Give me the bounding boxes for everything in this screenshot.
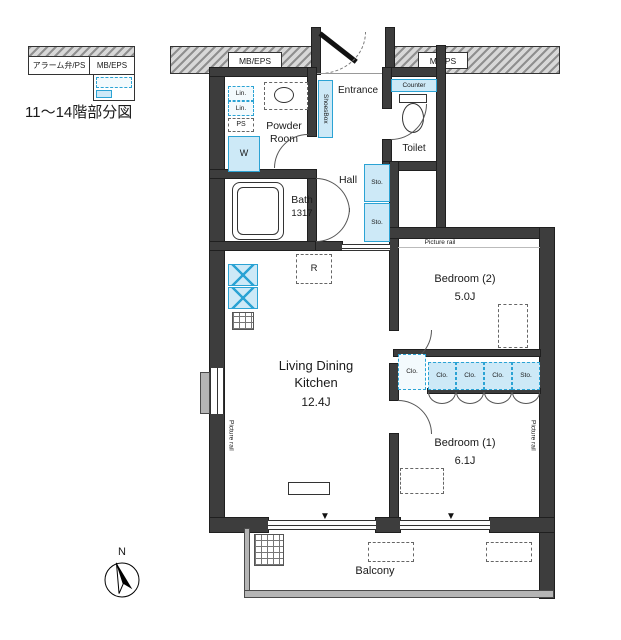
ac-unit-dashed [368,542,414,562]
legend-detail-dashed-box [96,77,132,88]
wall [389,433,399,523]
closet-2: Clo. [456,362,484,390]
wall [427,388,541,394]
picture-rail-label-top: Picture rail [424,238,456,246]
picture-rail-label-right: Picture rail [529,419,537,451]
wall [375,517,401,533]
kitchen-hatch-box [232,312,254,330]
balcony-wall-left [244,528,250,598]
wall [382,67,446,77]
compass-north-label: N [118,545,126,558]
balcony-wall-bottom [244,590,554,598]
hanger-arc [484,392,512,404]
wall [307,67,317,137]
wall-left-exterior [209,67,225,523]
ldk-label: Living Dining [278,357,354,373]
wall [382,161,446,171]
bath-size-label: 1317 [291,207,313,219]
wall [315,241,343,251]
powder-room-label: Powder [266,119,302,132]
closet-1: Clo. [428,362,456,390]
powder-room-label-2: Room [269,132,298,145]
ldk-label-2: Kitchen [294,374,338,390]
bathtub-inner [237,187,279,235]
door-marker-triangle: ▼ [320,511,330,522]
ldk-side-window [210,368,224,414]
pipe-space-box: PS [228,118,254,132]
hall-ldk-sliding-door [342,244,390,251]
kitchen-sink-box [228,264,258,286]
wall [389,363,399,401]
hall-door-arc [316,208,350,242]
bedroom1-label: Bedroom (1) [434,436,496,449]
wall [311,27,321,75]
closet-3: Clo. [484,362,512,390]
washer-box: W [228,136,260,172]
page-title: 11〜14階部分図 [25,103,133,121]
vanity-sink [274,87,294,103]
entrance-label: Entrance [337,84,379,96]
legend-detail-solid-box [96,90,112,98]
entrance-door-arc [320,32,366,74]
hall-label: Hall [338,173,358,186]
wall [436,45,446,237]
door-marker-triangle: ▼ [446,511,456,522]
toilet-label: Toilet [402,143,426,154]
wall [209,241,317,251]
balcony-label: Balcony [355,564,395,577]
wall [209,67,317,77]
toilet-tank [399,94,427,103]
wall [209,517,269,533]
wall [382,67,392,109]
hanger-arc [456,392,484,404]
entrance-threshold-line [316,73,386,74]
bedroom1-size-label: 6.1J [454,454,476,467]
toilet-door-arc [391,104,427,140]
storage-upper: Sto. [364,164,390,202]
wall [209,169,317,179]
linen-box-2: Lin. [228,101,254,116]
picture-rail-label-left: Picture rail [227,419,235,451]
legend-cell-alarm-ps: アラーム弁/PS [28,56,90,75]
picture-rail-line [398,247,540,248]
wall [307,169,317,251]
bedroom2-size-label: 5.0J [454,290,476,303]
ldk-balcony-window [268,520,376,530]
bedroom1-balcony-window [400,520,490,530]
wall [393,349,541,357]
compass-icon [100,556,144,600]
balcony-grid-box [254,534,284,566]
wall [389,227,555,239]
tv-board [288,482,330,495]
wall [489,517,555,533]
exterior-step [200,372,210,414]
shaft-label-mb-eps: MB/EPS [228,52,282,69]
hanger-arc [428,392,456,404]
refrigerator-box: R [296,254,332,284]
wall [389,161,399,331]
ac-unit-dashed [486,542,532,562]
bath-label: Bath [291,193,313,206]
kitchen-stove-box [228,287,258,309]
linen-box-1: Lin. [228,86,254,101]
bedroom1-furniture-dashed [400,468,444,494]
closet-side: Clo. [398,354,426,390]
ldk-size-label: 12.4J [301,394,331,409]
closet-storage: Sto. [512,362,540,390]
bedroom1-door-arc [398,400,432,434]
wall [385,27,395,75]
legend-cell-mb-eps: MB/EPS [89,56,135,75]
wall-right-exterior [539,227,555,599]
shoesbox: ShoesBox [318,80,333,138]
storage-lower: Sto. [364,203,390,242]
bedroom2-label: Bedroom (2) [434,272,496,285]
bedroom2-furniture-dashed [498,304,528,348]
toilet-counter: Counter [391,79,437,92]
wall [382,139,392,171]
